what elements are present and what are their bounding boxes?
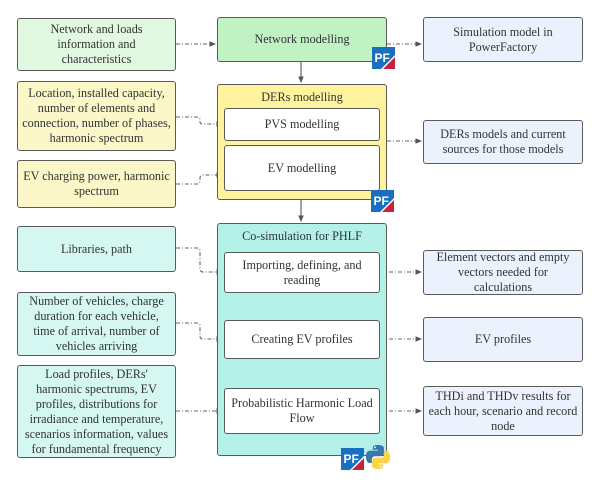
step-ev-modelling: EV modelling	[224, 145, 380, 191]
arrow-ev-input	[176, 172, 224, 185]
step-importing: Importing, defining, and reading	[224, 252, 380, 293]
powerfactory-logo-icon: PF	[372, 47, 395, 69]
python-logo-icon	[366, 445, 390, 469]
input-der-info: Location, installed capacity, number of …	[17, 81, 176, 151]
output-thd-results: THDi and THDv results for each hour, sce…	[423, 386, 583, 436]
output-der-models: DERs models and current sources for thos…	[423, 120, 583, 164]
powerfactory-logo-icon: PF	[341, 448, 364, 470]
pf-text: PF	[374, 194, 389, 208]
powerfactory-logo-icon: PF	[371, 190, 394, 212]
cosim-title: Co-simulation for PHLF	[242, 229, 362, 243]
input-phlf: Load profiles, DERs' harmonic spectrums,…	[17, 365, 176, 458]
input-vehicles-info: Number of vehicles, charge duration for …	[17, 292, 176, 356]
arrow-vehicles-input	[176, 322, 224, 342]
output-ev-profiles: EV profiles	[423, 317, 583, 362]
step-pvs-modelling: PVS modelling	[224, 108, 380, 141]
stage-network-modelling: Network modelling	[217, 17, 387, 62]
step-phlf: Probabilistic Harmonic Load Flow	[224, 388, 380, 434]
ders-title: DERs modelling	[261, 90, 343, 104]
arrow-libraries-input	[176, 247, 224, 275]
input-libraries: Libraries, path	[17, 226, 176, 272]
output-element-vectors: Element vectors and empty vectors needed…	[423, 250, 583, 295]
pf-text: PF	[375, 51, 390, 65]
step-creating-ev-profiles: Creating EV profiles	[224, 320, 380, 359]
arrow-der-input	[176, 116, 224, 127]
input-ev-info: EV charging power, harmonic spectrum	[17, 160, 176, 208]
output-sim-model: Simulation model in PowerFactory	[423, 17, 583, 62]
pf-text: PF	[344, 452, 359, 466]
input-network-info: Network and loads information and charac…	[17, 18, 176, 71]
